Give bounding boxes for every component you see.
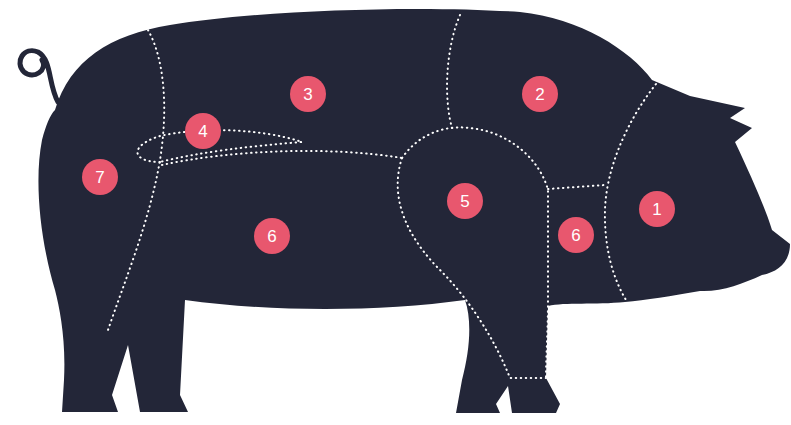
callout-circle: 7 — [82, 159, 118, 195]
callout-number: 6 — [571, 227, 580, 244]
cut-line — [548, 185, 605, 189]
cut-line — [447, 15, 460, 128]
callout-number: 2 — [535, 86, 544, 103]
callout-number: 4 — [198, 123, 207, 140]
callout-number: 6 — [267, 228, 276, 245]
pig-silhouette — [38, 9, 790, 413]
cut-lines — [108, 15, 656, 378]
callout-circle: 1 — [639, 191, 675, 227]
cut-line — [162, 151, 402, 165]
cut-line — [402, 127, 548, 378]
callout-circle: 5 — [447, 183, 483, 219]
callout-circle: 4 — [185, 113, 221, 149]
callout-number: 3 — [303, 86, 312, 103]
callout-number: 7 — [95, 169, 104, 186]
cut-line — [398, 158, 546, 378]
callout-number: 1 — [652, 201, 661, 218]
callout-circle: 6 — [558, 217, 594, 253]
callout-number: 5 — [460, 193, 469, 210]
pig-tail — [20, 51, 58, 102]
callout-circle: 6 — [254, 218, 290, 254]
callout-circle: 2 — [522, 76, 558, 112]
callout-circle: 3 — [290, 76, 326, 112]
